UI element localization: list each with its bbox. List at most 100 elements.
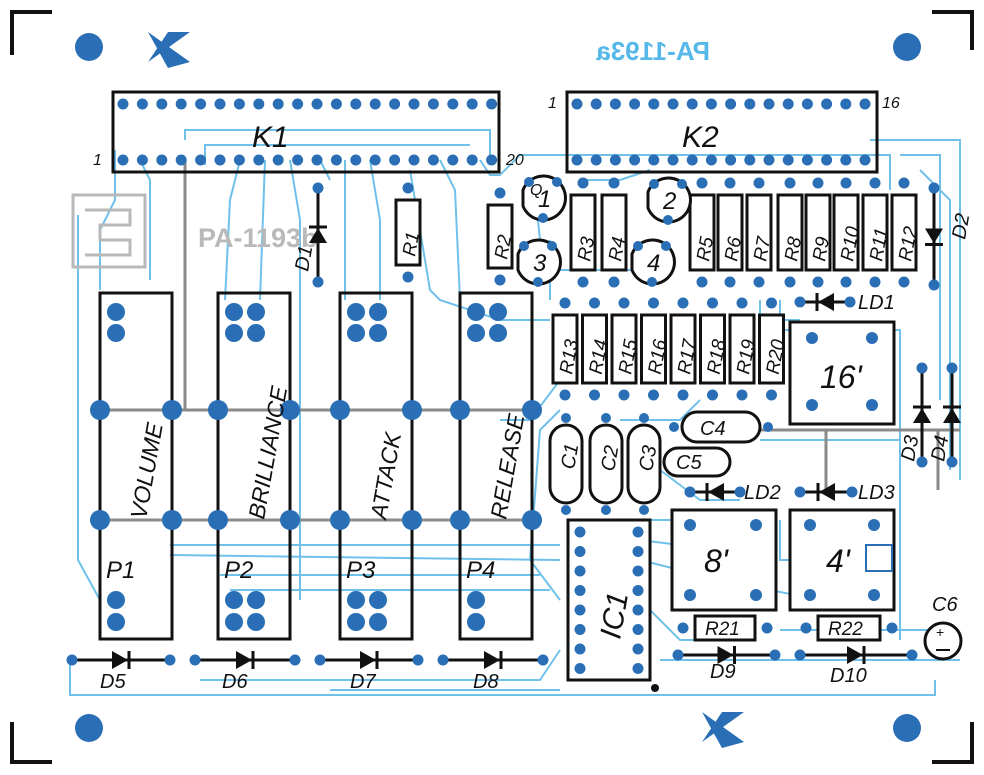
resistor-r4-label: R4 — [605, 235, 630, 263]
potentiometer-p3-name: ATTACK — [365, 429, 406, 523]
k1-pin — [408, 98, 420, 110]
ic1-pin — [574, 643, 586, 655]
resistor-r6-label: R6 — [721, 235, 746, 263]
capacitor-c3-label: C3 — [635, 444, 661, 473]
resistor-r13: R13 — [551, 297, 583, 401]
ic1-pin — [574, 624, 586, 635]
resistor-r19: R19 — [728, 297, 760, 401]
mounting-holes — [75, 32, 921, 748]
ic1-pin — [574, 526, 586, 538]
k2-pin — [859, 154, 871, 166]
ic1-pin — [574, 546, 586, 557]
k1-pin-first: 1 — [93, 152, 102, 169]
k1-pin — [136, 154, 148, 166]
diode-ld3-label: LD3 — [858, 482, 895, 504]
resistor-r12: R12 — [890, 177, 922, 288]
ic1-pin — [574, 565, 586, 577]
diode-ld1: LD1 — [794, 292, 895, 314]
capacitor-c1-label: C1 — [557, 442, 583, 471]
transistor-q1: 1 — [521, 174, 567, 223]
k2-pin — [859, 98, 871, 110]
diode-d3: D3 — [897, 362, 931, 468]
transistor-q4: 4 — [630, 238, 676, 287]
ic1: IC1 — [566, 518, 659, 692]
ic1-pin — [632, 526, 644, 538]
switch-block-16: 16' — [788, 320, 896, 426]
resistor-r17: R17 — [669, 297, 701, 401]
connector-k2: K2 1 16 — [548, 90, 900, 174]
capacitors: C1 C2 C3 C4 C5 + C6 — [548, 410, 963, 661]
diode-ld3: LD3 — [794, 482, 895, 504]
k1-pin — [272, 154, 284, 166]
k2-pin — [821, 98, 833, 110]
diode-d3-label: D3 — [897, 434, 923, 463]
k1-pin — [214, 98, 226, 110]
diode-d7: D7 — [314, 651, 424, 693]
k1-pin — [233, 98, 245, 110]
board-title-ghost: PA-1193b — [198, 223, 318, 253]
diode-d2-label: D2 — [948, 212, 974, 241]
k2-pin — [801, 154, 813, 166]
k1-pin — [389, 154, 401, 166]
resistor-r6: R6 — [716, 177, 746, 288]
transistor-q2: 2 — [646, 176, 692, 225]
k2-pin — [590, 98, 602, 110]
switch-8-label: 8' — [704, 543, 730, 579]
capacitor-c2-label: C2 — [597, 444, 623, 473]
k2-pin — [840, 98, 852, 110]
resistor-r22: R22 — [800, 614, 898, 642]
ic1-pin — [632, 585, 644, 596]
ic1-pin — [632, 643, 644, 655]
resistor-r9: R9 — [804, 177, 834, 288]
k1-pin — [350, 154, 362, 166]
k2-pin — [840, 154, 852, 166]
resistor-r5-label: R5 — [693, 235, 718, 263]
k1-pin — [311, 98, 323, 110]
k2-pin — [821, 154, 833, 166]
k1-pin — [369, 98, 381, 110]
switch-4-label: 4' — [826, 543, 852, 579]
ic1-pin — [574, 585, 586, 596]
ic1-pin — [632, 604, 644, 616]
transistor-q3-label: 3 — [533, 250, 547, 277]
k2-pin — [763, 154, 775, 166]
resistor-r21-label: R21 — [705, 619, 740, 640]
resistor-r7: R7 — [745, 177, 775, 288]
board-title-mirrored: PA-1193a — [596, 36, 710, 66]
resistor-r2-label: R2 — [491, 233, 516, 261]
k2-pin — [705, 98, 717, 110]
diode-ld2-label: LD2 — [744, 482, 781, 504]
k2-pin — [648, 154, 660, 166]
capacitor-c6: + C6 — [923, 594, 963, 661]
k1-pin — [389, 98, 401, 110]
capacitor-c6-label: C6 — [932, 594, 958, 616]
diode-d8-label: D8 — [473, 671, 499, 693]
k1-pin — [486, 98, 498, 110]
transistor-q4-label: 4 — [647, 250, 660, 277]
k2-pin — [801, 98, 813, 110]
potentiometer-p4-name: RELEASE — [485, 411, 529, 521]
k1-pin — [330, 154, 342, 166]
k2-pin — [744, 154, 756, 166]
ic1-pin — [574, 604, 586, 616]
capacitor-c2: C2 — [588, 413, 624, 515]
transistor-q3: 3 — [516, 238, 562, 287]
capacitor-c1: C1 — [548, 413, 584, 515]
k1-pin — [486, 154, 498, 166]
resistor-r20: R20 — [758, 297, 790, 401]
ic1-pin — [632, 546, 644, 557]
potentiometer-p1-ref: P1 — [106, 557, 135, 584]
resistor-r22-label: R22 — [828, 619, 863, 640]
k1-pin — [466, 154, 478, 166]
k1-pin — [195, 98, 207, 110]
k2-pin — [609, 154, 621, 166]
k1-pin — [253, 154, 265, 166]
k2-pin — [571, 154, 583, 166]
transistor-q-label: Q — [530, 182, 542, 199]
k2-pin — [667, 98, 679, 110]
k1-pin — [175, 154, 187, 166]
